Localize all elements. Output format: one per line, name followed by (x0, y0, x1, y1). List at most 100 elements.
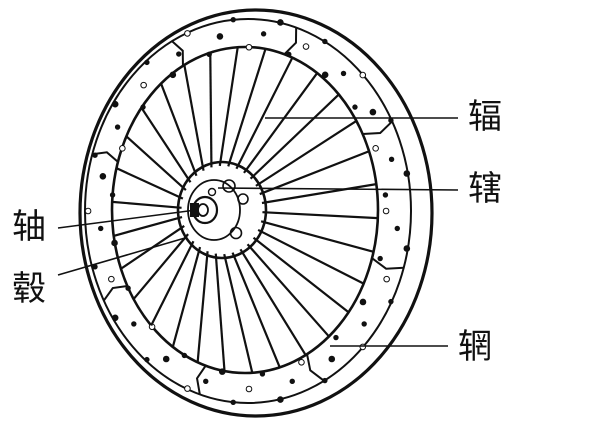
spoke (115, 167, 184, 200)
rivet (340, 70, 347, 77)
rivet (333, 334, 339, 341)
rim-joint (283, 27, 298, 55)
rivet (388, 117, 394, 124)
rivet (144, 59, 150, 66)
leader-line-xia (217, 187, 459, 191)
hub-bolt (229, 226, 243, 240)
rivet (181, 352, 188, 359)
rivet (388, 298, 394, 305)
rivet (144, 356, 150, 363)
rim (78, 8, 434, 418)
rim-joint (362, 120, 393, 135)
rivet (184, 385, 191, 392)
rivet (260, 31, 267, 37)
rivet (84, 207, 92, 215)
label-gu: 毂 (12, 269, 46, 309)
spoke (140, 107, 192, 183)
hub-outer (176, 160, 268, 260)
spoke (255, 119, 357, 187)
spoke (246, 243, 330, 338)
spoke (260, 220, 374, 253)
spoke (243, 72, 319, 174)
rivet (245, 385, 253, 393)
rivet (372, 145, 379, 152)
rivet (403, 245, 411, 252)
rivet (169, 71, 177, 79)
hub-bolt (207, 187, 217, 197)
spoke (231, 252, 281, 368)
hub-bolt (237, 193, 249, 205)
spoke (214, 253, 226, 372)
spoke (171, 246, 202, 348)
hub (176, 160, 268, 260)
rivet (382, 207, 390, 215)
rim-joint (195, 365, 207, 395)
rivet (302, 43, 310, 50)
rivet (99, 172, 107, 180)
rivet (359, 298, 367, 306)
spoke (252, 236, 350, 314)
rivet (114, 124, 121, 130)
rim-inner-edge (110, 45, 380, 375)
spoke (261, 183, 377, 205)
rivet (377, 255, 383, 262)
spoke (150, 240, 195, 327)
rim-rivets (84, 16, 411, 406)
rivet (322, 38, 328, 45)
rivet (322, 377, 328, 384)
spoke (259, 150, 370, 196)
rivet (92, 152, 98, 158)
spoke (113, 215, 183, 237)
rivet (98, 225, 104, 232)
spoke (209, 52, 213, 168)
label-fu: 辐 (468, 97, 502, 137)
rivet (111, 100, 119, 108)
rivet (359, 343, 367, 351)
rim-outer-edge (78, 8, 434, 418)
spoke (160, 83, 198, 177)
rim-joint (306, 353, 325, 382)
rivet (277, 396, 284, 403)
rivet (382, 192, 389, 198)
rivet (369, 108, 377, 116)
spoke (235, 57, 294, 170)
spoke (112, 200, 182, 209)
spoke (218, 47, 239, 167)
hub-inner-ring (187, 179, 241, 241)
leader-lines (57, 117, 459, 347)
rivet (176, 51, 182, 57)
rim-joint (371, 257, 404, 270)
spokes (112, 47, 378, 374)
rivet (203, 378, 209, 385)
rivet (230, 16, 236, 23)
rivet (140, 81, 147, 89)
spoke (132, 233, 189, 300)
label-xia: 辖 (468, 169, 502, 209)
rivet (109, 192, 116, 198)
rivet (245, 43, 253, 51)
rivet (359, 71, 367, 79)
rivet (259, 371, 266, 377)
rivet (277, 19, 284, 26)
rivet (216, 33, 224, 40)
rivet (111, 314, 119, 322)
label-wang: 辋 (458, 327, 492, 367)
rim-joint (103, 285, 128, 302)
rivet (298, 358, 305, 366)
spoke (239, 248, 307, 356)
rivet (289, 378, 295, 385)
rivet (119, 145, 126, 152)
rivet (352, 104, 358, 110)
spoke (262, 211, 378, 220)
rivet (388, 156, 395, 163)
rivet (383, 275, 390, 283)
leader-line-zhou (57, 209, 197, 229)
hub-bolt (222, 179, 236, 193)
rivet (111, 239, 118, 247)
rivet (230, 399, 236, 406)
rivet (361, 321, 367, 327)
rim-joint (171, 40, 184, 66)
rivet (108, 275, 115, 283)
